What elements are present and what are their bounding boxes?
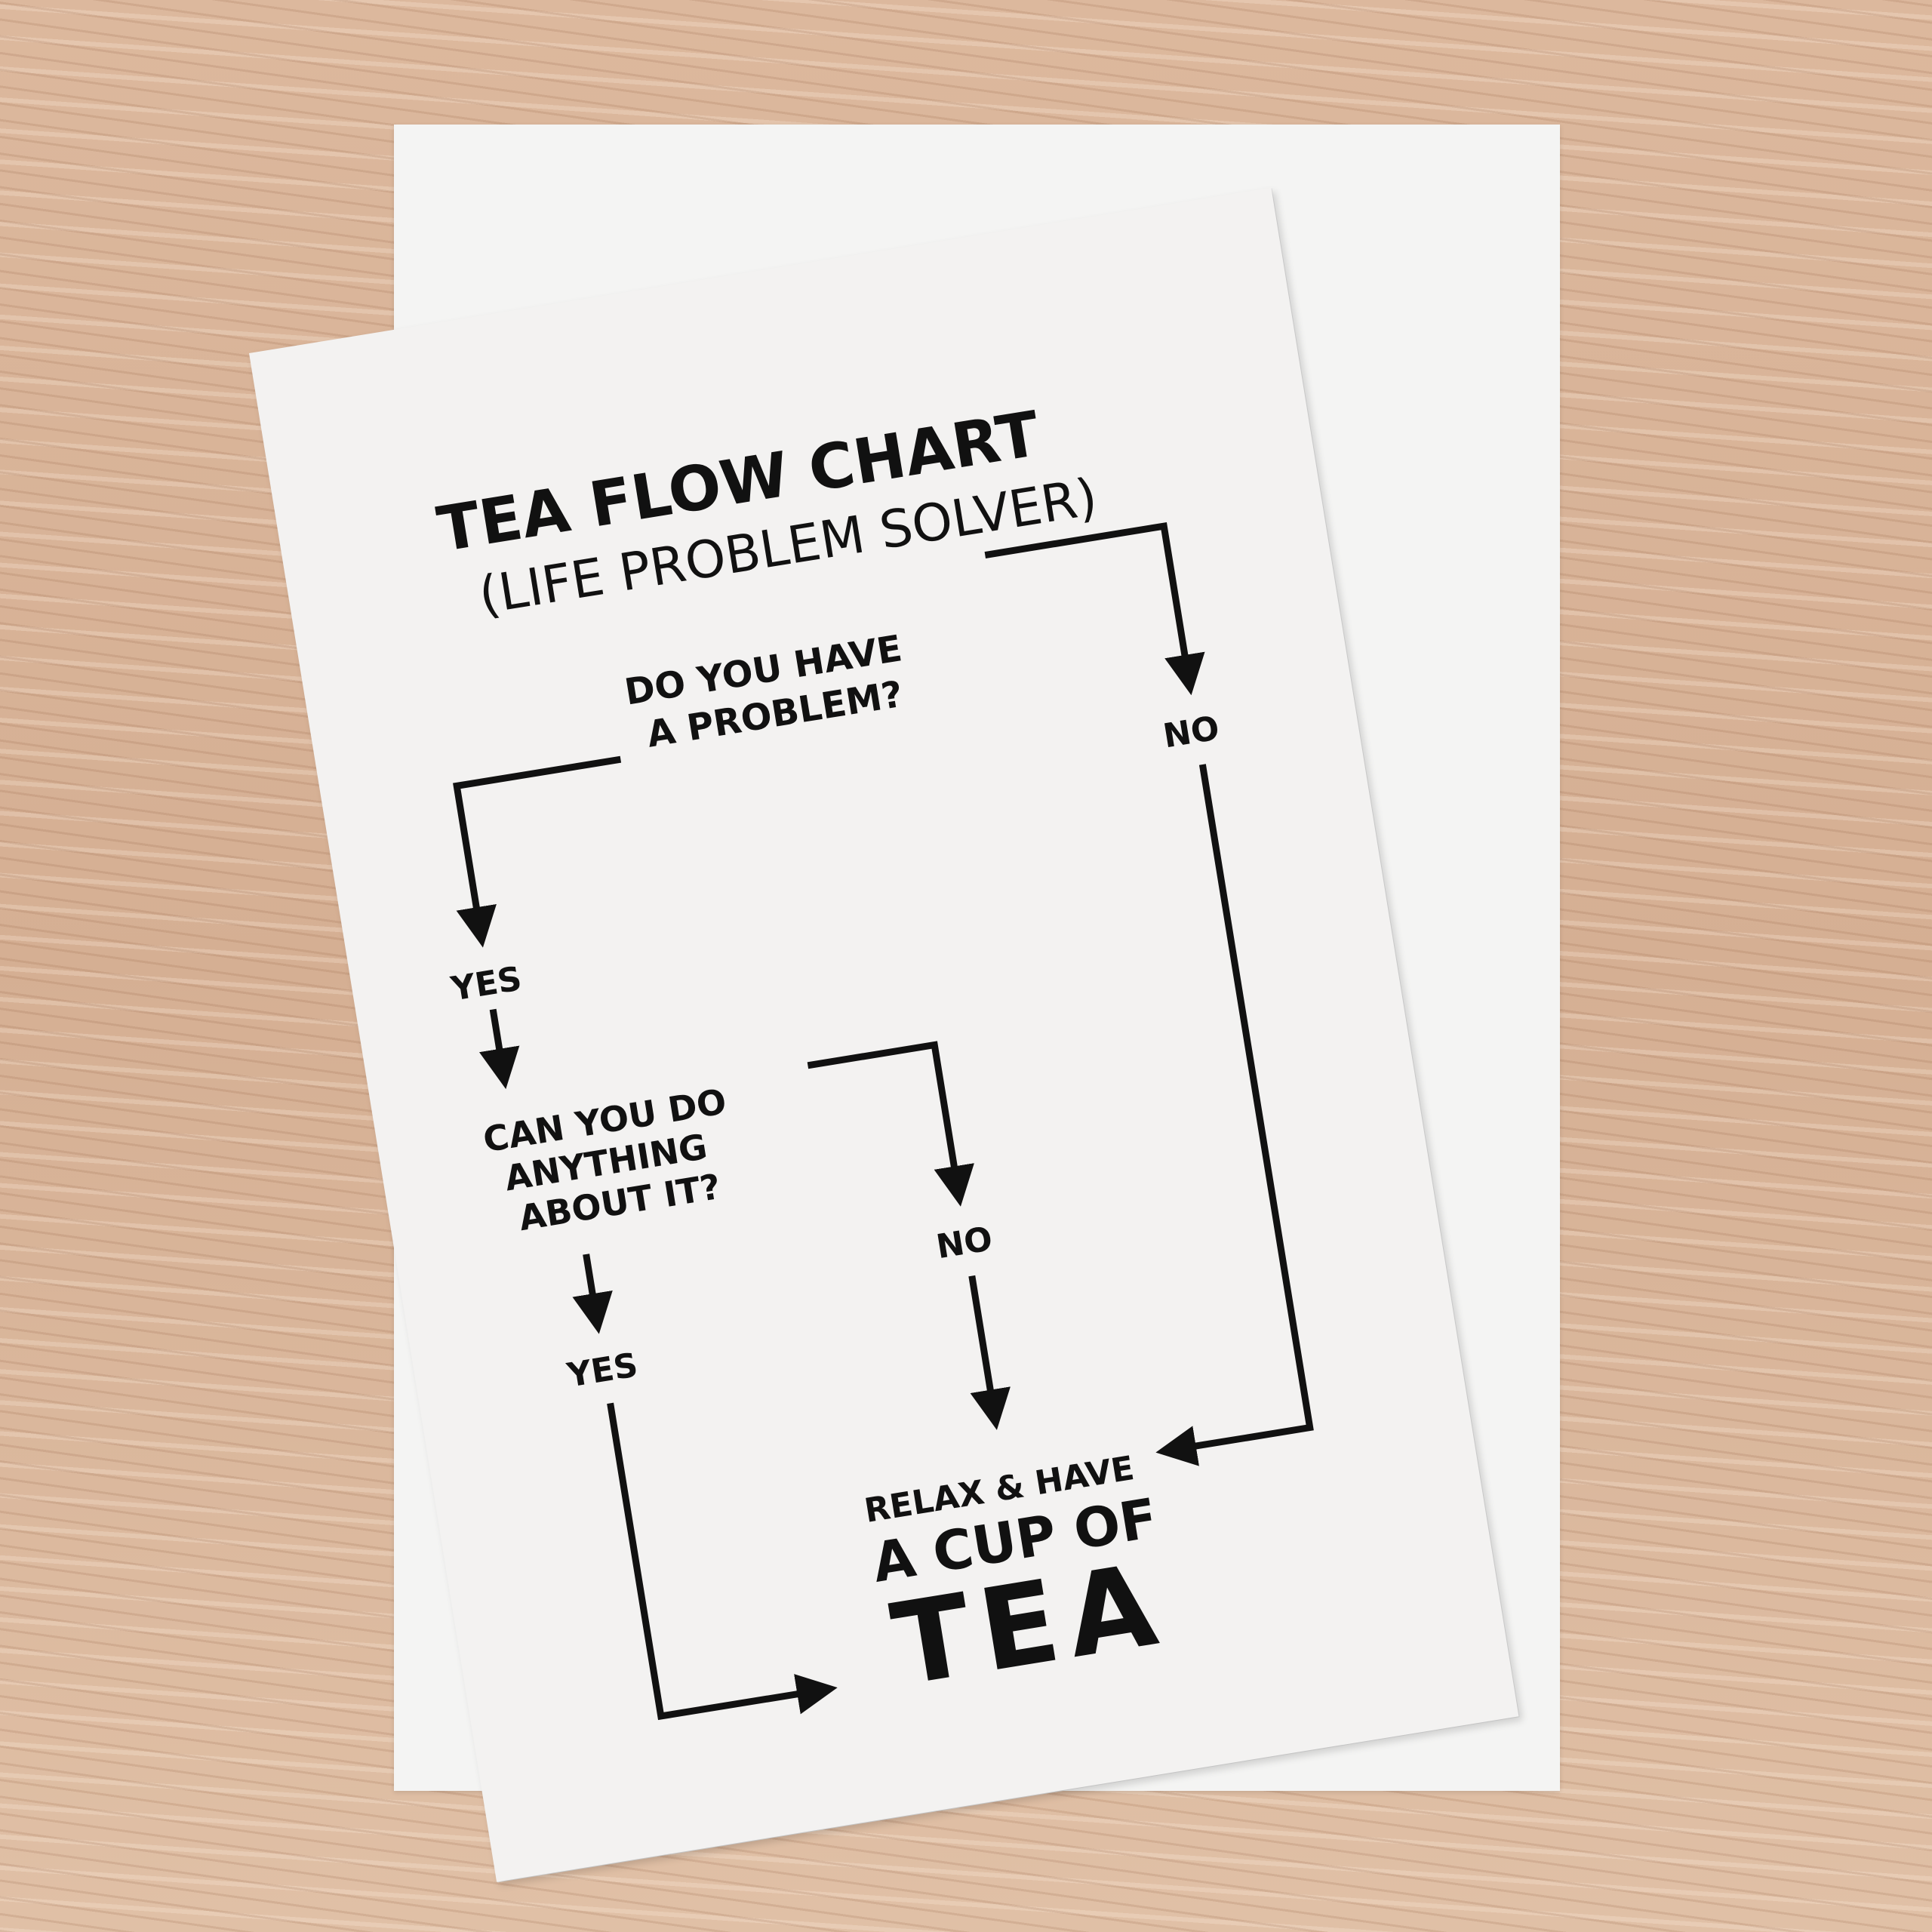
arrow-q1-yes [453, 755, 622, 948]
arrow-to-q2 [478, 1008, 520, 1090]
arrow-q1-no [984, 521, 1205, 696]
flowchart: TEA FLOW CHART (LIFE PROBLEM SOLVER) DO … [432, 398, 1314, 1721]
q1-no-label: NO [1161, 709, 1222, 755]
q2-yes-label: YES [564, 1346, 641, 1395]
greeting-card: TEA FLOW CHART (LIFE PROBLEM SOLVER) DO … [249, 187, 1519, 1882]
arrow-q2-yes [572, 1254, 613, 1334]
q2-no-label: NO [934, 1220, 995, 1266]
arrow-q2-yes-to-tea [607, 1402, 838, 1721]
arrow-q1-no-to-tea [1155, 764, 1314, 1466]
q1-yes-label: YES [448, 959, 525, 1008]
arrow-q2-no-to-tea [968, 1275, 1011, 1430]
arrow-q2-no [807, 1041, 974, 1207]
